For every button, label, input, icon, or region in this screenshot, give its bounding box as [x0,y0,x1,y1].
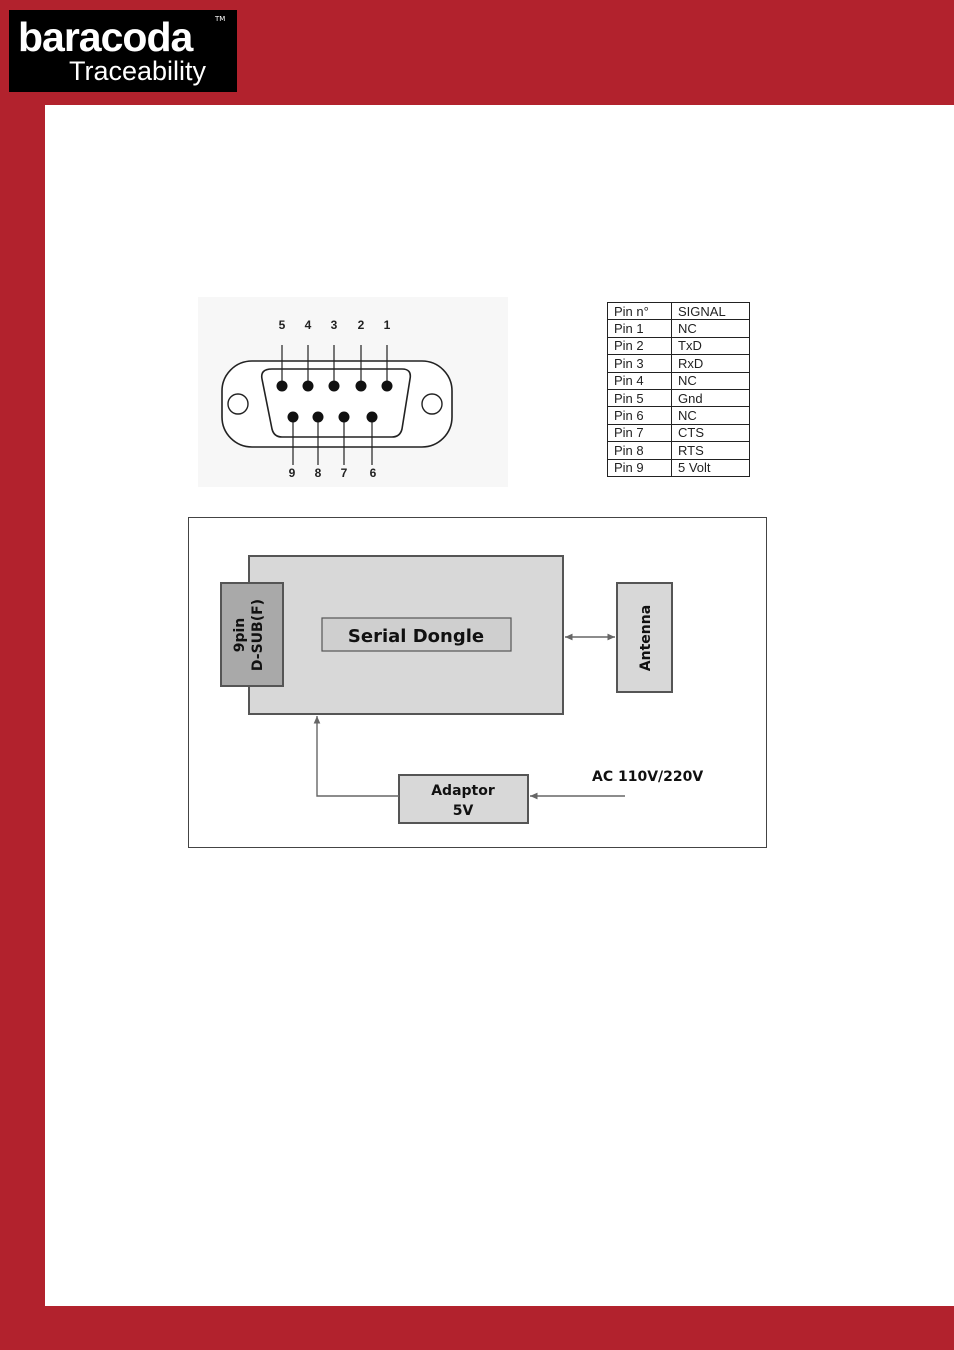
power-arrow [317,716,399,796]
header-signal: SIGNAL [672,303,750,320]
antenna-label: Antenna [638,605,654,671]
signal-cell: NC [672,320,750,337]
pin-cell: Pin 8 [608,442,672,459]
pin-cell: Pin 5 [608,389,672,406]
pin-number-bottom: 8 [315,466,322,480]
logo-subtitle: Traceability [69,58,206,85]
pin-2 [356,381,367,392]
logo-brand: baracoda [18,17,192,58]
ac-label: AC 110V/220V [592,769,703,785]
db9-connector-figure: 5 4 3 2 1 9 8 7 6 [198,297,508,487]
table-header-row: Pin n° SIGNAL [608,303,750,320]
pin-cell: Pin 6 [608,407,672,424]
pin-6 [367,412,378,423]
pin-5 [277,381,288,392]
pin-number-bottom: 6 [370,466,377,480]
adaptor-label: Adaptor [431,783,495,799]
pin-cell: Pin 1 [608,320,672,337]
pin-number-top: 5 [279,318,286,332]
mounting-hole-right [422,394,442,414]
signal-cell: NC [672,372,750,389]
dongle-label: Serial Dongle [348,626,484,647]
pin-number-top: 2 [358,318,365,332]
pin-number-top: 1 [384,318,391,332]
header-pin: Pin n° [608,303,672,320]
signal-cell: TxD [672,337,750,354]
pin-1 [382,381,393,392]
pin-number-bottom: 9 [289,466,296,480]
logo-trademark: TM [215,15,225,23]
pin-number-top: 4 [305,318,312,332]
signal-cell: Gnd [672,389,750,406]
pin-7 [339,412,350,423]
adaptor-voltage: 5V [453,803,474,819]
pin-cell: Pin 4 [608,372,672,389]
dsub-label-pins: 9pin [232,618,248,653]
pin-cell: Pin 2 [608,337,672,354]
block-diagram: 9pin D-SUB(F) Serial Dongle Antenna Adap… [188,517,767,848]
pin-number-bottom: 7 [341,466,348,480]
connector-body [262,369,411,437]
signal-cell: CTS [672,424,750,441]
pin-number-top: 3 [331,318,338,332]
pin-8 [313,412,324,423]
pin-cell: Pin 7 [608,424,672,441]
pin-3 [329,381,340,392]
pin-9 [288,412,299,423]
signal-cell: 5 Volt [672,459,750,476]
signal-cell: NC [672,407,750,424]
baracoda-logo: baracoda TM Traceability [9,10,237,92]
pin-cell: Pin 9 [608,459,672,476]
pin-4 [303,381,314,392]
signal-cell: RTS [672,442,750,459]
signal-cell: RxD [672,355,750,372]
pin-cell: Pin 3 [608,355,672,372]
dsub-label-type: D-SUB(F) [250,599,266,671]
mounting-hole-left [228,394,248,414]
